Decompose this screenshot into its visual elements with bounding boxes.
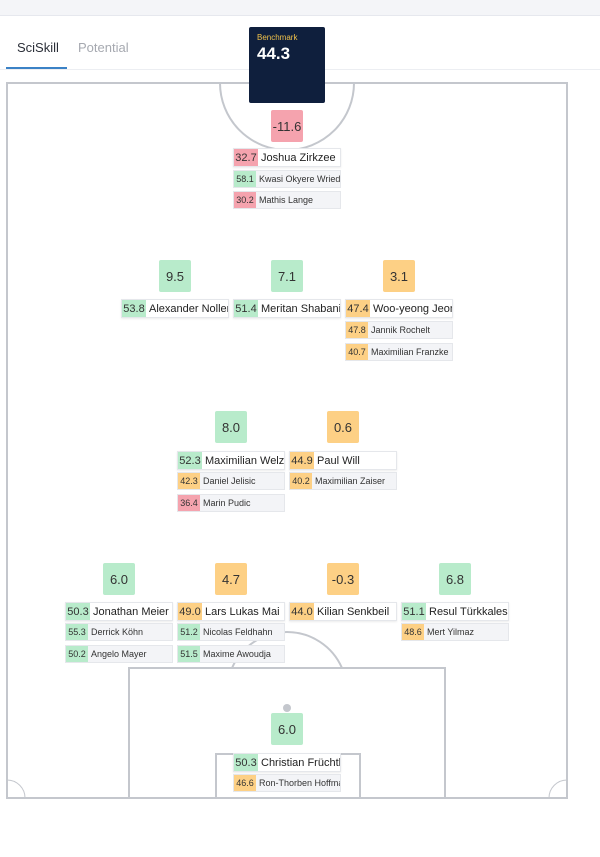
delta-rw: 3.1 (383, 260, 415, 292)
player-name: Jonathan Meier (93, 605, 169, 618)
sub-score: 36.4 (178, 495, 200, 511)
sub-name: Maxime Awoudja (203, 649, 271, 659)
corner-arc-right (548, 779, 568, 799)
player-score: 52.3 (178, 452, 202, 469)
sub-card-lcm-2[interactable]: 36.4 Marin Pudic (177, 494, 285, 512)
sub-card-rw-2[interactable]: 40.7 Maximilian Franzke (345, 343, 453, 361)
sub-name: Maximilian Franzke (371, 347, 449, 357)
player-score: 51.4 (234, 300, 258, 317)
player-name: Lars Lukas Mai (205, 605, 280, 618)
delta-rb: 6.8 (439, 563, 471, 595)
player-name: Resul Türkkalesi (429, 605, 509, 618)
sub-score: 50.2 (66, 646, 88, 662)
sub-name: Angelo Mayer (91, 649, 147, 659)
delta-lw: 9.5 (159, 260, 191, 292)
player-card-gk[interactable]: 50.3 Christian Früchtl (233, 753, 341, 772)
delta-st: -11.6 (271, 110, 303, 142)
sub-score: 48.6 (402, 624, 424, 640)
delta-lcb: 4.7 (215, 563, 247, 595)
sub-card-lcb-1[interactable]: 51.2 Nicolas Feldhahn (177, 623, 285, 641)
delta-gk: 6.0 (271, 713, 303, 745)
player-score: 50.3 (234, 754, 258, 771)
sub-name: Ron-Thorben Hoffmann (259, 778, 340, 788)
sub-score: 47.8 (346, 322, 368, 338)
player-score: 50.3 (66, 603, 90, 620)
delta-lb: 6.0 (103, 563, 135, 595)
player-name: Christian Früchtl (261, 756, 341, 769)
player-name: Kilian Senkbeil (317, 605, 390, 618)
sub-score: 58.1 (234, 171, 256, 187)
sub-card-lcm-1[interactable]: 42.3 Daniel Jelisic (177, 472, 285, 490)
top-bar (0, 0, 600, 16)
sub-name: Mathis Lange (259, 195, 314, 205)
player-score: 53.8 (122, 300, 146, 317)
sub-score: 42.3 (178, 473, 200, 489)
player-card-lcm[interactable]: 52.3 Maximilian Welzmüller (177, 451, 285, 470)
sub-card-gk-1[interactable]: 46.6 Ron-Thorben Hoffmann (233, 774, 341, 792)
delta-cam: 7.1 (271, 260, 303, 292)
player-name: Joshua Zirkzee (261, 151, 336, 164)
sub-score: 55.3 (66, 624, 88, 640)
player-card-lb[interactable]: 50.3 Jonathan Meier (65, 602, 173, 621)
player-score: 51.1 (402, 603, 426, 620)
benchmark-value: 44.3 (257, 44, 291, 63)
player-card-rb[interactable]: 51.1 Resul Türkkalesi (401, 602, 509, 621)
player-name: Alexander Nollenberger (149, 302, 228, 315)
sub-name: Maximilian Zaiser (315, 476, 386, 486)
player-card-cam[interactable]: 51.4 Meritan Shabani (233, 299, 341, 318)
player-card-lw[interactable]: 53.8 Alexander Nollenberger (121, 299, 229, 318)
player-card-lcb[interactable]: 49.0 Lars Lukas Mai (177, 602, 285, 621)
sub-card-lcb-2[interactable]: 51.5 Maxime Awoudja (177, 645, 285, 663)
sub-name: Derrick Köhn (91, 627, 144, 637)
player-name: Woo-yeong Jeong (373, 302, 452, 315)
player-card-rcm[interactable]: 44.9 Paul Will (289, 451, 397, 470)
sub-card-rcm-1[interactable]: 40.2 Maximilian Zaiser (289, 472, 397, 490)
sub-card-st-2[interactable]: 30.2 Mathis Lange (233, 191, 341, 209)
sub-score: 30.2 (234, 192, 256, 208)
player-name: Paul Will (317, 454, 360, 467)
sub-score: 40.7 (346, 344, 368, 360)
benchmark-card: Benchmark 44.3 (249, 27, 325, 103)
player-score: 49.0 (178, 603, 202, 620)
sub-card-lb-2[interactable]: 50.2 Angelo Mayer (65, 645, 173, 663)
player-score: 44.9 (290, 452, 314, 469)
player-card-rcb[interactable]: 44.0 Kilian Senkbeil (289, 602, 397, 621)
player-card-st[interactable]: 32.7 Joshua Zirkzee (233, 148, 341, 167)
sub-name: Mert Yilmaz (427, 627, 475, 637)
delta-rcb: -0.3 (327, 563, 359, 595)
sub-score: 51.2 (178, 624, 200, 640)
sub-name: Nicolas Feldhahn (203, 627, 273, 637)
delta-lcm: 8.0 (215, 411, 247, 443)
sub-card-rw-1[interactable]: 47.8 Jannik Rochelt (345, 321, 453, 339)
player-name: Maximilian Welzmüller (205, 454, 285, 467)
delta-rcm: 0.6 (327, 411, 359, 443)
sub-card-lb-1[interactable]: 55.3 Derrick Köhn (65, 623, 173, 641)
player-card-rw[interactable]: 47.4 Woo-yeong Jeong (345, 299, 453, 318)
sub-score: 40.2 (290, 473, 312, 489)
player-score: 32.7 (234, 149, 258, 166)
active-tab-indicator (6, 67, 67, 69)
sub-card-st-1[interactable]: 58.1 Kwasi Okyere Wriedt (233, 170, 341, 188)
sub-card-rb-1[interactable]: 48.6 Mert Yilmaz (401, 623, 509, 641)
sub-score: 46.6 (234, 775, 256, 791)
player-name: Meritan Shabani (261, 302, 341, 315)
player-score: 47.4 (346, 300, 370, 317)
sub-score: 51.5 (178, 646, 200, 662)
tab-sciskill[interactable]: SciSkill (17, 40, 59, 55)
benchmark-label: Benchmark (257, 33, 298, 42)
sub-name: Jannik Rochelt (371, 325, 431, 335)
tab-potential[interactable]: Potential (78, 40, 129, 55)
sub-name: Daniel Jelisic (203, 476, 256, 486)
corner-arc-left (6, 779, 26, 799)
sub-name: Kwasi Okyere Wriedt (259, 174, 341, 184)
penalty-spot (283, 704, 291, 712)
player-score: 44.0 (290, 603, 314, 620)
sub-name: Marin Pudic (203, 498, 251, 508)
